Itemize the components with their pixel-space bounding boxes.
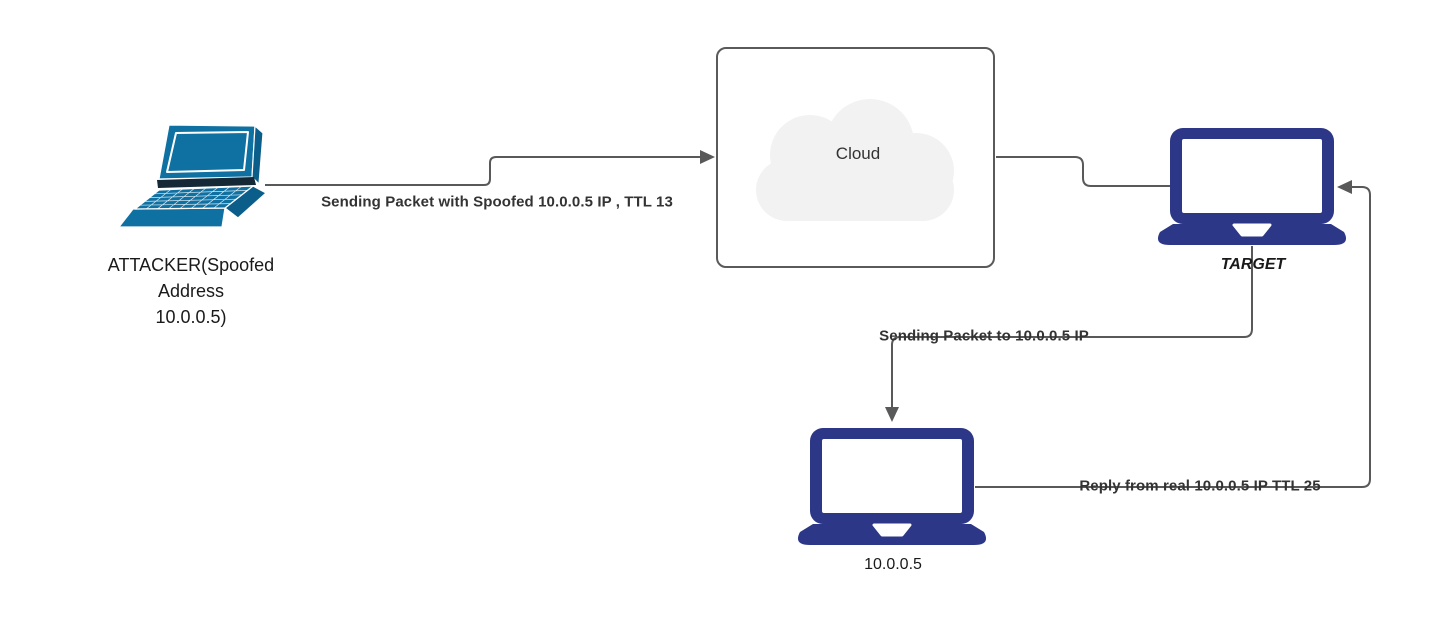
edge-label-reply: Reply from real 10.0.0.5 IP TTL 25 [1079, 477, 1321, 495]
edge-real-host-to-target[interactable] [975, 180, 1371, 488]
arrowhead-left-icon [1337, 180, 1352, 194]
attacker-node[interactable] [112, 123, 268, 235]
attacker-label: ATTACKER(Spoofed Address 10.0.0.5) [107, 255, 275, 327]
target-label: TARGET [1220, 256, 1286, 273]
edge-attacker-to-cloud[interactable] [265, 150, 715, 186]
target-laptop-icon [1157, 128, 1347, 245]
real-host-node[interactable] [795, 427, 989, 548]
cloud-label: Cloud [835, 144, 881, 163]
edge-label-sending-packet: Sending Packet to 10.0.0.5 IP [879, 327, 1089, 345]
attacker-laptop-3d-icon [118, 124, 267, 228]
edge-target-to-real-host[interactable] [885, 246, 1253, 422]
edge-label-spoofed-packet: Sending Packet with Spoofed 10.0.0.5 IP … [321, 193, 673, 211]
edge-cloud-to-target[interactable] [996, 156, 1171, 187]
arrowhead-down-icon [885, 407, 899, 422]
cloud-box[interactable]: Cloud [716, 47, 995, 268]
arrowhead-right-icon [700, 150, 715, 164]
cloud-icon [756, 99, 954, 221]
real-host-label: 10.0.0.5 [864, 556, 922, 573]
real-host-laptop-icon [797, 428, 987, 545]
target-node[interactable] [1155, 127, 1349, 248]
